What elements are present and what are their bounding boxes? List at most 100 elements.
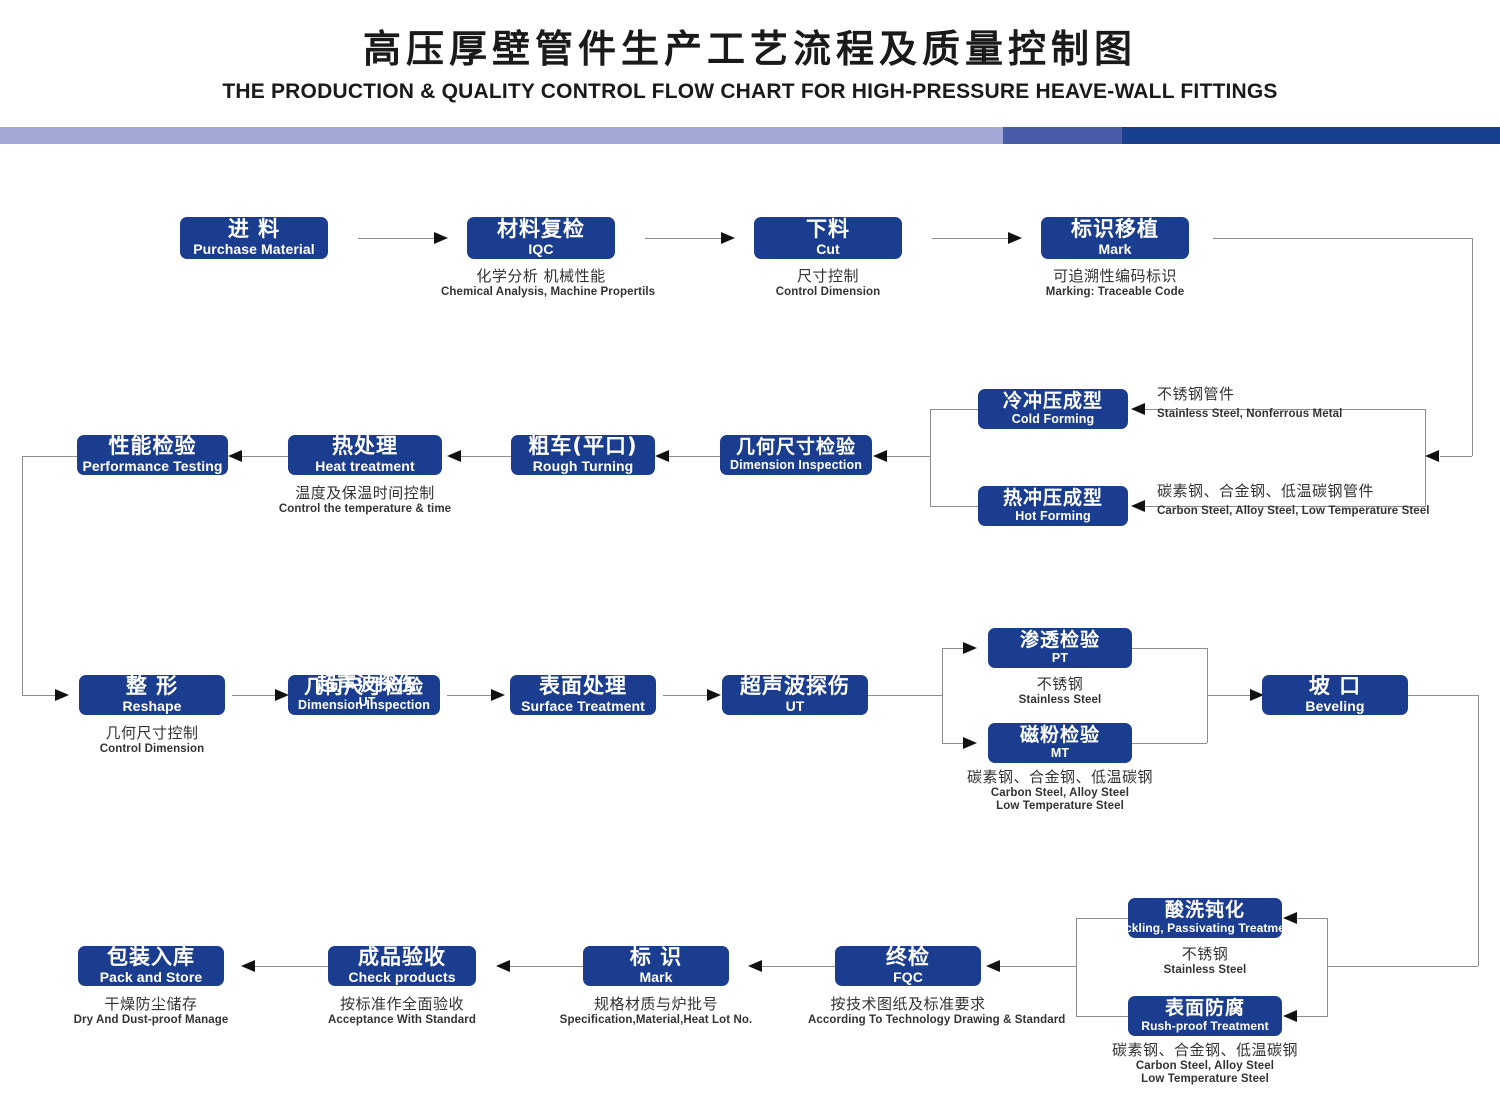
connector-ut-split-top	[942, 648, 975, 649]
connector-rushproof-out	[1076, 1016, 1128, 1017]
node-label-en: Mark	[1098, 241, 1132, 258]
connector-bevel-down	[1478, 695, 1479, 966]
node-label-en: FQC	[893, 969, 923, 986]
connector-hot-out	[930, 506, 978, 507]
node-cut[interactable]: 下料 Cut	[754, 217, 902, 259]
node-rushproof-treatment[interactable]: 表面防腐 Rush-proof Treatment	[1128, 996, 1282, 1036]
caption-iqc: 化学分析 机械性能 Chemical Analysis, Machine Pro…	[441, 267, 655, 299]
caption-cn: 碳素钢、合金钢、低温碳钢管件	[1157, 482, 1375, 500]
node-label-cn: 酸洗钝化	[1164, 899, 1245, 922]
node-mt[interactable]: 磁粉检验 MT	[988, 723, 1132, 763]
node-cold-forming[interactable]: 冷冲压成型 Cold Forming	[978, 389, 1128, 429]
connector-cold-out	[930, 409, 978, 410]
caption-reshape: 几何尺寸控制 Control Dimension	[79, 724, 225, 756]
node-label-cn: 超声波探伤	[740, 675, 850, 699]
connector-bevel-right	[1408, 695, 1478, 696]
node-beveling[interactable]: 坡 口 Beveling	[1262, 675, 1408, 715]
node-label-en: Cold Forming	[1011, 411, 1095, 426]
caption-en-line1: Carbon Steel, Alloy Steel	[990, 786, 1130, 799]
node-dimension-inspection-1[interactable]: 几何尺寸检验 Dimension Inspection	[720, 435, 872, 475]
node-dimension-inspection-2[interactable]: 几何尺寸检验 Dimension Inspection 超声波探伤 UT	[288, 675, 440, 715]
node-label-en: Rush-proof Treatment	[1141, 1019, 1269, 1034]
connector-forming-split-bottom	[1145, 506, 1426, 507]
connector-perf-left	[22, 456, 77, 457]
caption-en: Marking: Traceable Code	[1045, 285, 1185, 298]
caption-en: Stainless Steel	[1163, 963, 1247, 976]
node-fqc[interactable]: 终检 FQC	[835, 946, 981, 986]
node-pickling-passivating[interactable]: 酸洗钝化 Pickling, Passivating Treatment	[1128, 898, 1282, 938]
node-label-en: PT	[1051, 650, 1069, 665]
node-check-products[interactable]: 成品验收 Check products	[328, 946, 476, 986]
arrow-left-icon	[228, 450, 242, 462]
connector-forming-merge-vertical	[930, 409, 931, 506]
caption-en: Stainless Steel, Nonferrous Metal	[1157, 407, 1343, 420]
header-bar-segment-mid	[1003, 127, 1122, 144]
node-label-cn: 粗车(平口)	[528, 435, 638, 459]
node-reshape[interactable]: 整 形 Reshape	[79, 675, 225, 715]
caption-cn: 尺寸控制	[796, 267, 859, 285]
connector-treat-split-bottom	[1297, 1016, 1328, 1017]
node-label-cn: 几何尺寸检验	[303, 676, 424, 699]
arrow-right-icon	[707, 689, 721, 701]
node-surface-treatment[interactable]: 表面处理 Surface Treatment	[510, 675, 656, 715]
node-label-cn: 包装入库	[107, 946, 195, 970]
node-iqc[interactable]: 材料复检 IQC	[467, 217, 615, 259]
node-pt[interactable]: 渗透检验 PT	[988, 628, 1132, 668]
caption-en-line2: Low Temperature Steel	[996, 800, 1124, 813]
arrow-left-icon	[496, 960, 510, 972]
arrow-right-icon	[721, 232, 735, 244]
arrow-right-icon	[963, 737, 977, 749]
node-rough-turning[interactable]: 粗车(平口) Rough Turning	[511, 435, 655, 475]
caption-en: Carbon Steel, Alloy Steel, Low Temperatu…	[1157, 504, 1430, 517]
caption-cn: 规格材质与炉批号	[593, 995, 718, 1013]
caption-heat-treatment: 温度及保温时间控制 Control the temperature & time	[276, 484, 454, 516]
arrow-left-icon	[1131, 500, 1145, 512]
caption-en: According To Technology Drawing & Standa…	[808, 1013, 1066, 1026]
node-label-cn: 超声波探伤	[316, 675, 417, 696]
connector-mark-right	[1213, 238, 1472, 239]
caption-cn: 不锈钢	[1036, 675, 1084, 693]
node-label-en: Cut	[816, 241, 840, 258]
node-label-en: Purchase Material	[193, 241, 315, 258]
caption-en: Acceptance With Standard	[328, 1013, 476, 1026]
caption-cn: 温度及保温时间控制	[295, 484, 435, 502]
node-label-cn: 材料复检	[497, 217, 585, 242]
node-mark-final[interactable]: 标 识 Mark	[583, 946, 729, 986]
node-label-en: UT	[785, 698, 805, 715]
node-layer-ut-overlay: 超声波探伤 UT	[291, 675, 440, 712]
node-hot-forming[interactable]: 热冲压成型 Hot Forming	[978, 486, 1128, 526]
node-label-cn: 终检	[886, 946, 930, 970]
caption-cn: 化学分析 机械性能	[476, 267, 606, 285]
node-pack-and-store[interactable]: 包装入库 Pack and Store	[78, 946, 224, 986]
page-title-en: THE PRODUCTION & QUALITY CONTROL FLOW CH…	[222, 80, 1278, 103]
node-purchase-material[interactable]: 进 料 Purchase Material	[180, 217, 328, 259]
node-label-en: Surface Treatment	[521, 698, 645, 715]
connector-ut-split-vertical	[942, 648, 943, 743]
caption-en: Specification,Material,Heat Lot No.	[559, 1013, 753, 1026]
page-title-cn: 高压厚壁管件生产工艺流程及质量控制图	[362, 27, 1137, 71]
caption-en-line2: Low Temperature Steel	[1141, 1073, 1269, 1086]
caption-en: Stainless Steel	[1018, 693, 1102, 706]
node-label-cn: 表面处理	[539, 675, 627, 699]
node-label-cn: 进 料	[227, 217, 281, 242]
node-label-en: Pack and Store	[99, 969, 203, 986]
node-ut[interactable]: 超声波探伤 UT	[722, 675, 868, 715]
node-label-cn: 标识移植	[1071, 217, 1159, 242]
node-layer-dimension-inspection: 几何尺寸检验 Dimension Inspection	[288, 675, 440, 715]
caption-cold-forming: 不锈钢管件 Stainless Steel, Nonferrous Metal	[1157, 385, 1343, 421]
arrow-right-icon	[434, 232, 448, 244]
connector-ut-split-bottom	[942, 743, 975, 744]
connector-check-to-pack	[255, 966, 328, 967]
node-heat-treatment[interactable]: 热处理 Heat treatment	[288, 435, 442, 475]
node-label-en: Performance Testing	[82, 458, 223, 475]
connector-mark2-to-check	[510, 966, 583, 967]
header-bar-segment-dark	[1122, 127, 1500, 144]
connector-diminsp2-to-surface	[447, 695, 494, 696]
node-mark-transplant[interactable]: 标识移植 Mark	[1041, 217, 1189, 259]
node-performance-testing[interactable]: 性能检验 Performance Testing	[77, 435, 228, 475]
arrow-right-icon	[275, 689, 289, 701]
connector-rough-to-heat	[452, 456, 511, 457]
node-label-en: Hot Forming	[1015, 508, 1091, 523]
arrow-right-icon	[1250, 689, 1264, 701]
arrow-left-icon	[986, 960, 1000, 972]
